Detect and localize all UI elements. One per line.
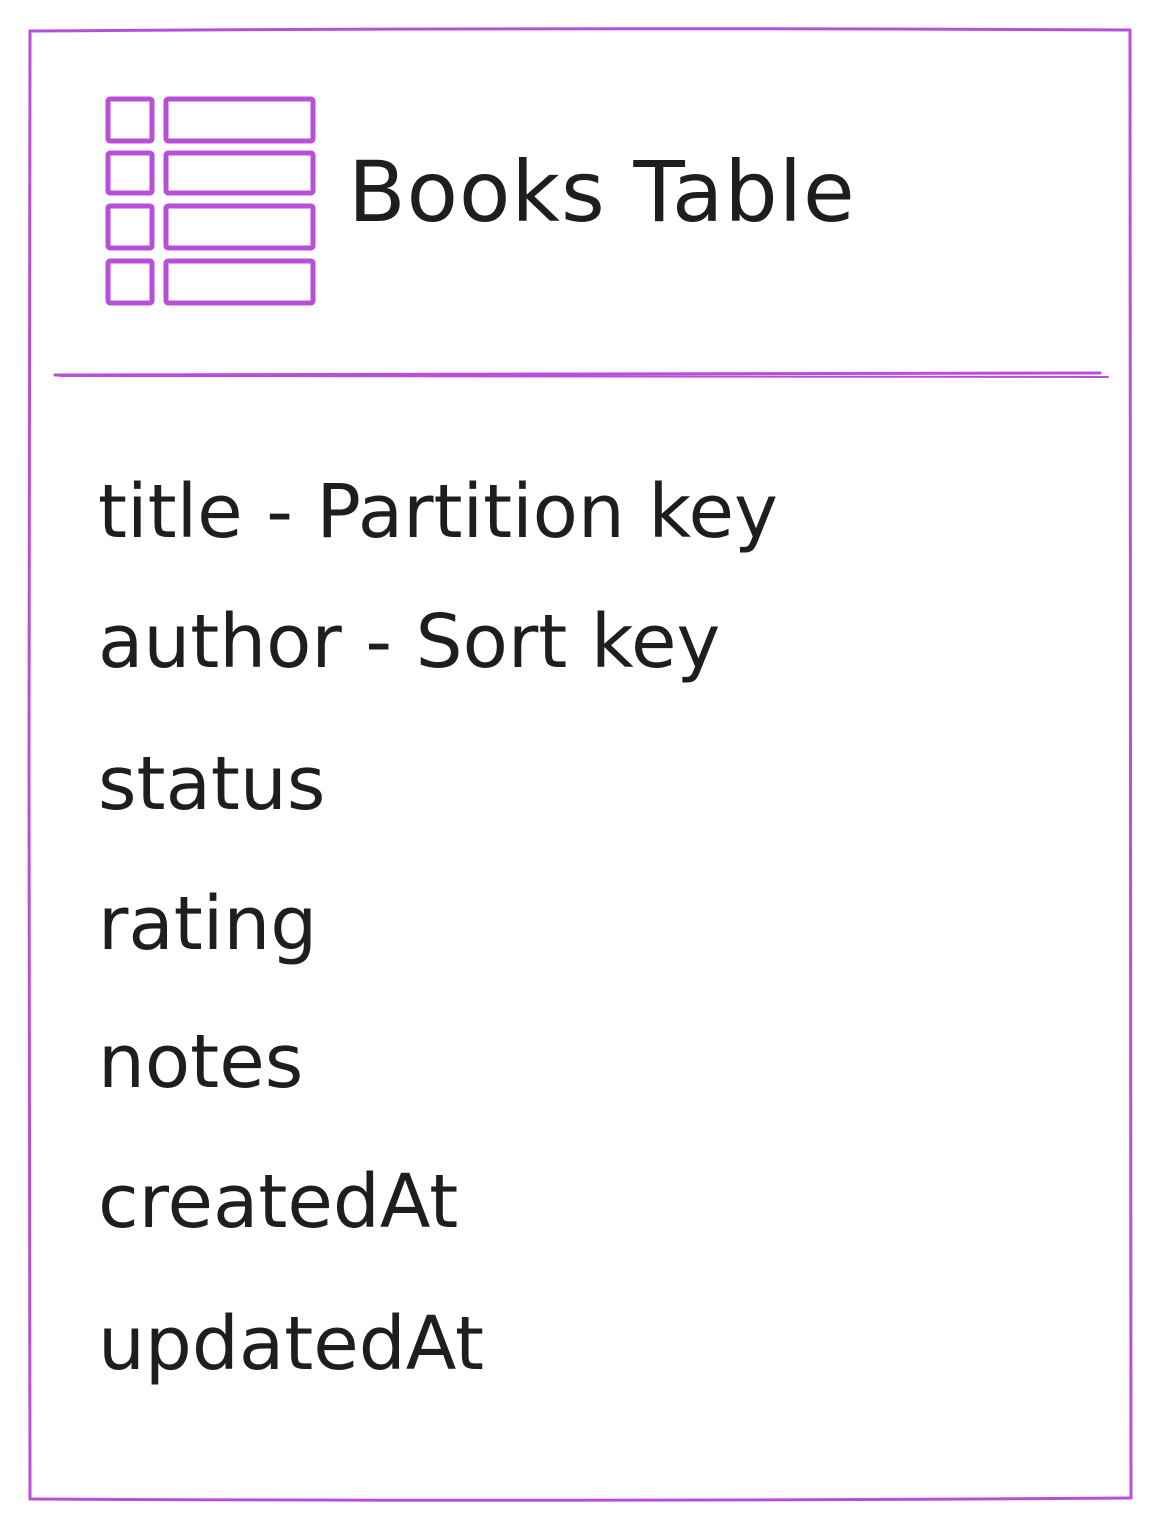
header-divider [53, 371, 1109, 378]
field-title-partition-key: title - Partition key [98, 469, 778, 555]
field-author-sort-key: author - Sort key [98, 599, 721, 685]
table-icon [105, 96, 316, 306]
field-notes: notes [98, 1019, 304, 1105]
field-updated-at: updatedAt [98, 1301, 485, 1387]
table-title: Books Table [348, 143, 856, 241]
field-rating: rating [98, 881, 318, 967]
field-status: status [98, 741, 326, 827]
field-created-at: createdAt [98, 1159, 459, 1245]
